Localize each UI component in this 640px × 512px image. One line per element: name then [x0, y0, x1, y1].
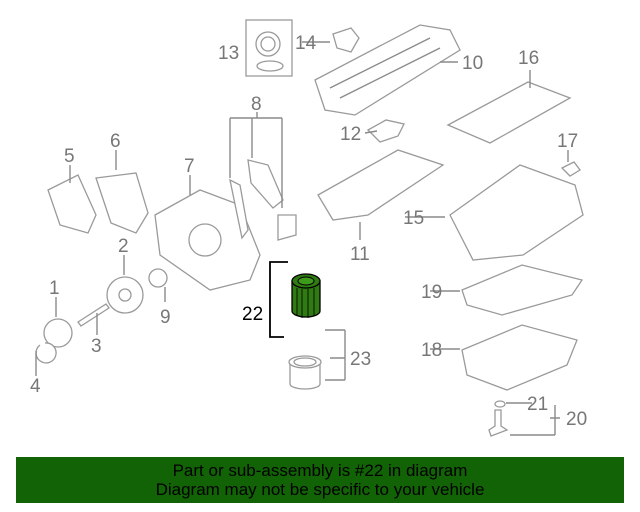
part-15-oil-pan[interactable] — [449, 164, 584, 261]
part-4-ring[interactable] — [35, 342, 57, 364]
callout-17[interactable]: 17 — [557, 131, 578, 152]
part-19-gasket[interactable] — [461, 264, 584, 316]
callout-19[interactable]: 19 — [421, 282, 442, 303]
banner-disclaimer-line: Diagram may not be specific to your vehi… — [155, 480, 485, 499]
callout-18[interactable]: 18 — [421, 340, 442, 361]
part-12[interactable] — [366, 119, 405, 143]
callout-12[interactable]: 12 — [340, 124, 361, 145]
callout-3[interactable]: 3 — [91, 336, 102, 357]
part-3-bolt[interactable] — [77, 303, 110, 327]
callout-4[interactable]: 4 — [30, 376, 41, 397]
callout-6[interactable]: 6 — [110, 131, 121, 152]
part-23-filter-cap[interactable] — [288, 355, 322, 390]
part-11-gasket[interactable] — [317, 149, 445, 221]
part-5-cover[interactable] — [47, 174, 97, 234]
info-banner: Part or sub-assembly is #22 in diagram D… — [16, 457, 624, 503]
part-22-oil-filter[interactable] — [291, 273, 321, 318]
part-6-cover[interactable] — [95, 172, 149, 234]
part-21-drain-plug[interactable] — [488, 409, 509, 437]
callout-8[interactable]: 8 — [251, 94, 262, 115]
part-13-filter-housing[interactable] — [245, 19, 293, 77]
callout-20[interactable]: 20 — [566, 409, 587, 430]
callout-16[interactable]: 16 — [518, 48, 539, 69]
part-8-guides[interactable] — [229, 159, 297, 241]
callout-2[interactable]: 2 — [118, 236, 129, 257]
callout-22-leader — [269, 261, 288, 338]
part-17-sensor[interactable] — [560, 161, 581, 177]
part-1-damper[interactable] — [43, 318, 73, 348]
callout-15[interactable]: 15 — [403, 208, 424, 229]
banner-part-line: Part or sub-assembly is #22 in diagram — [172, 461, 468, 480]
part-14[interactable] — [332, 27, 360, 53]
callout-14[interactable]: 14 — [295, 33, 317, 54]
callout-22[interactable]: 22 — [242, 304, 263, 325]
callout-21[interactable]: 21 — [527, 394, 548, 415]
callout-5[interactable]: 5 — [64, 146, 75, 167]
part-9-seal[interactable] — [148, 268, 168, 288]
callout-23[interactable]: 23 — [350, 349, 371, 370]
part-18-oil-pan[interactable] — [461, 324, 578, 391]
part-16-gasket[interactable] — [446, 81, 572, 144]
callout-13[interactable]: 13 — [218, 43, 239, 64]
callout-7[interactable]: 7 — [184, 156, 195, 177]
callout-10[interactable]: 10 — [462, 53, 483, 74]
callout-1[interactable]: 1 — [49, 278, 60, 299]
callout-11[interactable]: 11 — [350, 244, 370, 265]
callout-9[interactable]: 9 — [160, 307, 171, 328]
